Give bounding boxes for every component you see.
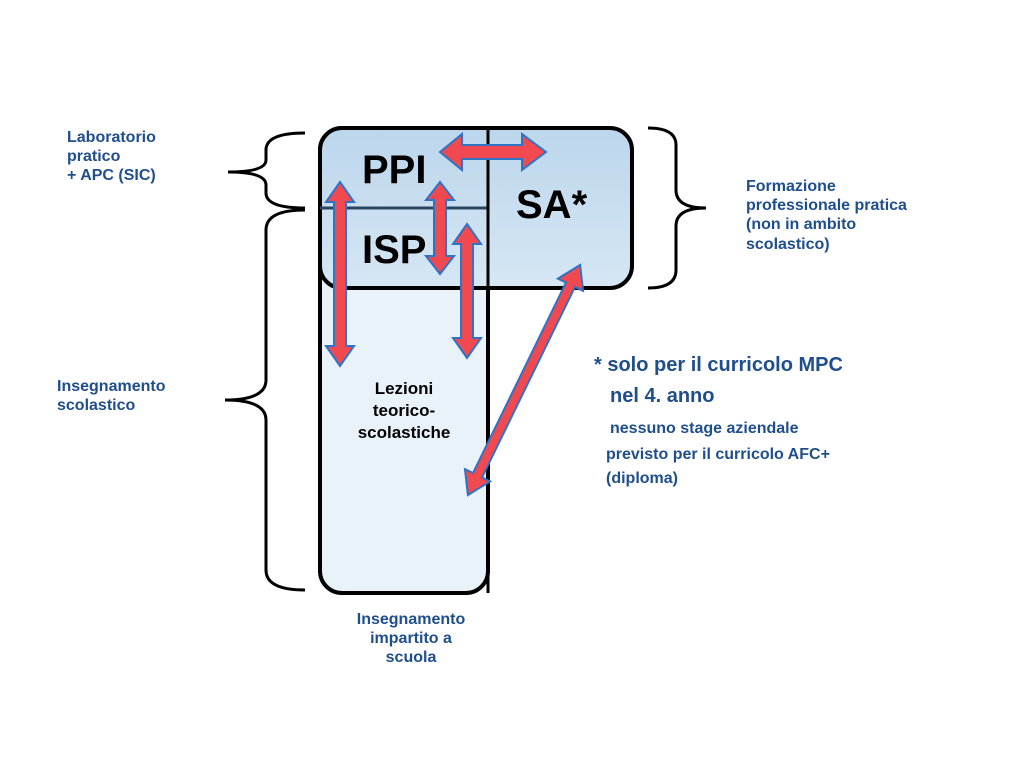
note-line-5: (diploma) [606,470,678,487]
scuola-line-3: scuola [385,649,437,667]
lezioni-label: Lezioni teorico- scolastiche [330,378,478,444]
formazione-line-4: scolastico) [746,235,830,253]
formazione-line-3: (non in ambito [746,216,857,234]
arrow-ppi-sa [438,131,548,173]
laboratorio-line-3: + APC (SIC) [67,167,156,185]
arrow-isp-lezioni [451,222,483,360]
arrow-sa-lezioni [463,263,585,497]
insegnamento-line-1: Insegnamento [57,378,166,395]
lezioni-line-2: teorico- [372,401,436,421]
formazione-line-1: Formazione [746,178,836,195]
note-line-1: * solo per il curricolo MPC [594,354,843,376]
arrow-ppi-isp [423,180,457,276]
note-line-3: nessuno stage aziendale [610,420,799,437]
sa-label: SA* [516,183,588,227]
brace-formazione [647,126,707,290]
laboratorio-line-2: pratico [67,148,121,166]
scuola-line-1: Insegnamento [356,611,466,628]
lezioni-line-1: Lezioni [374,379,434,398]
insegnamento-scolastico-label: Insegnamento scolastico [57,377,165,415]
insegnamento-scuola-label: Insegnamento impartito a scuola [333,610,489,668]
note-line-4: previsto per il curricolo AFC+ [606,446,830,463]
laboratorio-line-1: Laboratorio [67,129,156,146]
note-line-2: nel 4. anno [610,385,715,407]
lezioni-line-3: scolastiche [357,423,451,443]
brace-insegnamento [224,208,306,592]
scuola-line-2: impartito a [370,630,452,648]
isp-label: ISP [362,228,427,272]
formazione-line-2: professionale pratica [746,197,907,215]
formazione-label: Formazione professionale pratica (non in… [746,177,907,254]
insegnamento-line-2: scolastico [57,397,136,415]
arrow-ppi-lezioni [324,180,356,368]
laboratorio-label: Laboratorio pratico + APC (SIC) [67,128,156,186]
brace-laboratorio [227,131,306,210]
ppi-label: PPI [362,148,427,192]
